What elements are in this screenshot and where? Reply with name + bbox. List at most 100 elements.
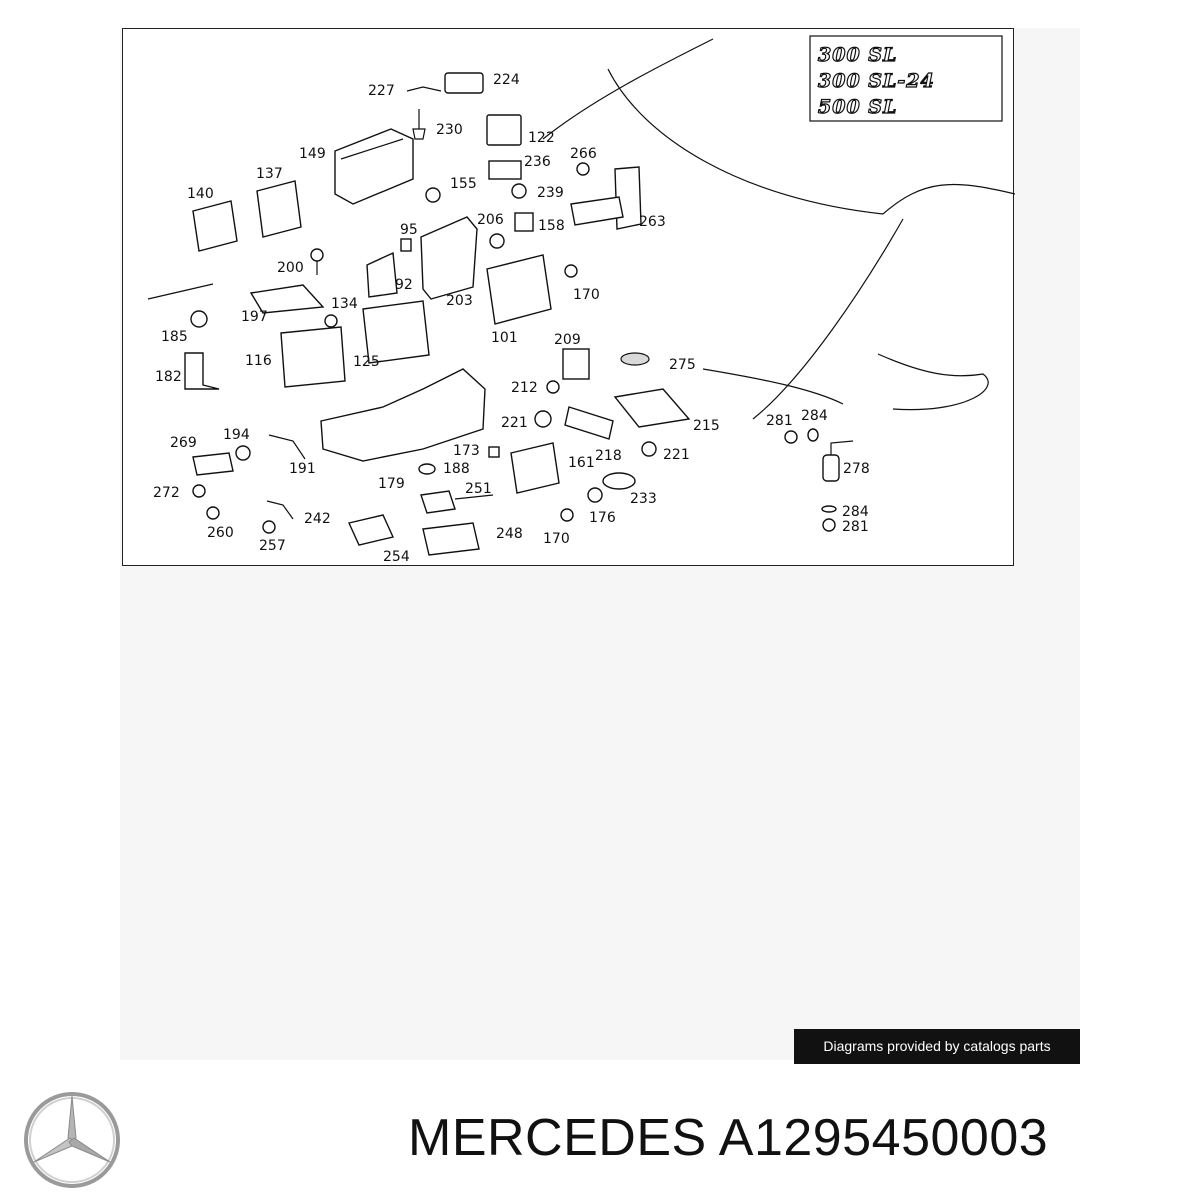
callout-275: 275	[669, 357, 696, 373]
callout-221-left: 221	[501, 415, 528, 431]
model-variant-2: 300 SL-24	[818, 70, 935, 92]
part-194	[235, 445, 251, 461]
callout-263: 263	[639, 214, 666, 230]
part-188	[418, 463, 436, 475]
part-284b	[821, 505, 837, 513]
callout-248: 248	[496, 526, 523, 542]
part-191	[268, 434, 306, 460]
part-236	[488, 160, 522, 180]
part-number-title: MERCEDES A1295450003	[408, 1109, 1049, 1167]
car-body-outline	[147, 283, 214, 300]
callout-170-top: 170	[573, 287, 600, 303]
callout-218: 218	[595, 448, 622, 464]
callout-188: 188	[443, 461, 470, 477]
callout-155: 155	[450, 176, 477, 192]
part-278	[822, 454, 840, 482]
part-176	[587, 487, 603, 503]
car-body-outline	[752, 218, 904, 420]
callout-257: 257	[259, 538, 286, 554]
callout-209: 209	[554, 332, 581, 348]
part-233	[602, 472, 636, 490]
part-116	[280, 326, 346, 388]
part-203	[420, 216, 478, 300]
mercedes-star-icon	[24, 1092, 120, 1188]
car-body-outline	[542, 38, 714, 140]
part-257	[262, 520, 276, 534]
callout-95: 95	[400, 222, 418, 238]
part-125	[362, 300, 430, 364]
callout-281-top: 281	[766, 413, 793, 429]
part-275	[620, 352, 650, 366]
part-95	[400, 238, 412, 252]
callout-200: 200	[277, 260, 304, 276]
callout-125: 125	[353, 354, 380, 370]
callout-137: 137	[256, 166, 283, 182]
callout-266: 266	[570, 146, 597, 162]
callout-221-right: 221	[663, 447, 690, 463]
part-269	[192, 452, 234, 476]
callout-281-bottom: 281	[842, 519, 869, 535]
callout-122: 122	[528, 130, 555, 146]
part-281b	[822, 518, 836, 532]
part-149	[334, 128, 414, 205]
car-body-outline	[702, 368, 844, 405]
callout-176: 176	[589, 510, 616, 526]
model-variant-1: 300 SL	[818, 44, 897, 66]
part-227	[406, 86, 442, 92]
callout-194: 194	[223, 427, 250, 443]
callout-203: 203	[446, 293, 473, 309]
callout-185: 185	[161, 329, 188, 345]
part-134	[324, 314, 338, 328]
callout-251: 251	[465, 481, 492, 497]
part-224	[444, 72, 484, 94]
part-266	[576, 162, 590, 176]
part-122	[486, 114, 522, 146]
callout-92: 92	[395, 277, 413, 293]
part-140	[192, 200, 238, 252]
part-272	[192, 484, 206, 498]
callout-182: 182	[155, 369, 182, 385]
part-206	[489, 233, 505, 249]
callout-173: 173	[453, 443, 480, 459]
callout-158: 158	[538, 218, 565, 234]
diagram-credit-banner: Diagrams provided by catalogs parts	[794, 1029, 1080, 1064]
callout-134: 134	[331, 296, 358, 312]
callout-215: 215	[693, 418, 720, 434]
callout-227: 227	[368, 83, 395, 99]
part-197	[249, 284, 325, 314]
callout-197: 197	[241, 309, 268, 325]
car-body-outline	[607, 68, 884, 215]
part-158	[514, 212, 534, 232]
part-170a	[564, 264, 578, 278]
callout-140: 140	[187, 186, 214, 202]
callout-272: 272	[153, 485, 180, 501]
part-170b	[560, 508, 574, 522]
part-212	[546, 380, 560, 394]
callout-242: 242	[304, 511, 331, 527]
callout-116: 116	[245, 353, 272, 369]
part-185	[190, 310, 208, 328]
part-284a	[807, 428, 819, 442]
part-155	[425, 187, 441, 203]
callout-254: 254	[383, 549, 410, 565]
callout-179: 179	[378, 476, 405, 492]
part-242	[266, 500, 294, 520]
callout-233: 233	[630, 491, 657, 507]
part-200	[310, 248, 324, 262]
model-variant-legend: 300 SL 300 SL-24 500 SL	[809, 35, 1003, 122]
part-209	[562, 348, 590, 380]
callout-236: 236	[524, 154, 551, 170]
callout-labels: 227 224 230 149 122 266 236 137 155 239 …	[153, 72, 870, 565]
callout-101: 101	[491, 330, 518, 346]
part-218	[564, 406, 614, 440]
parts-diagram-drawing: 300 SL 300 SL-24 500 SL	[147, 35, 1015, 565]
callout-161: 161	[568, 455, 595, 471]
part-137	[256, 180, 302, 238]
part-173	[488, 446, 500, 458]
part-248	[422, 522, 480, 556]
callout-191: 191	[289, 461, 316, 477]
part-260	[206, 506, 220, 520]
part-239	[511, 183, 527, 199]
callout-278: 278	[843, 461, 870, 477]
callout-269: 269	[170, 435, 197, 451]
